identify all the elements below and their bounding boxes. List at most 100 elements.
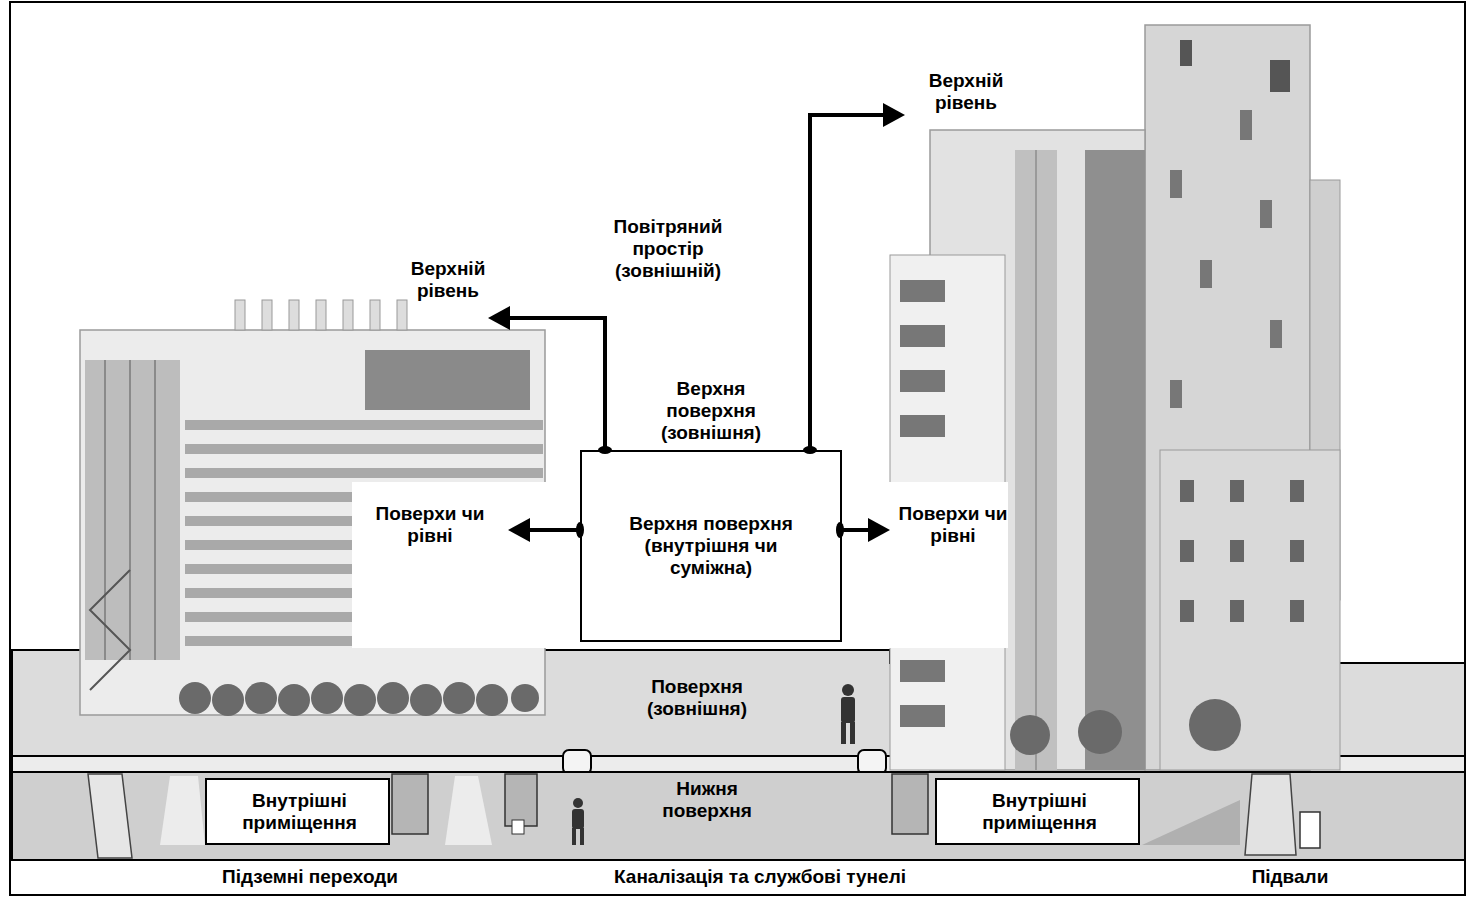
right-building [1015, 150, 1057, 770]
underground-level [445, 776, 492, 845]
interior-room: Внутрішні приміщення [935, 778, 1140, 845]
left-building [316, 300, 326, 330]
level-arrows [488, 306, 510, 330]
left-building [212, 684, 244, 716]
underground-level [1300, 812, 1320, 848]
right-building [1085, 150, 1145, 770]
right-building [1240, 110, 1252, 140]
left-building [370, 300, 380, 330]
right-building [886, 25, 1340, 770]
level-arrows [508, 518, 530, 542]
level-arrows [810, 115, 885, 450]
right-building [1180, 600, 1194, 622]
underground-level [160, 776, 205, 845]
airspace-label: Повітряний простір (зовнішній) [588, 216, 748, 282]
soldier-figure [580, 828, 584, 845]
left-building [185, 420, 543, 430]
right-building [1290, 480, 1304, 502]
left-building [365, 350, 530, 410]
right-building [1010, 715, 1050, 755]
right-building [900, 370, 945, 392]
left-building [352, 482, 548, 648]
right-building [900, 705, 945, 727]
box-text: Верхня поверхня (внутрішня чи суміжна) [626, 513, 796, 579]
soldier-figure [572, 828, 576, 845]
left-building [129, 360, 131, 660]
right-building [1290, 600, 1304, 622]
level-arrows [528, 528, 580, 532]
left-building [245, 682, 277, 714]
interior-room: Внутрішні приміщення [205, 778, 390, 845]
underground-level [505, 774, 537, 826]
right-building [1290, 540, 1304, 562]
left-building [377, 682, 409, 714]
right-building [1260, 200, 1272, 228]
left-building [154, 360, 156, 660]
left-building [262, 300, 272, 330]
left-building [235, 300, 245, 330]
left-building [344, 684, 376, 716]
bottom-label: Підвали [1190, 866, 1390, 888]
right-building [1170, 380, 1182, 408]
right-building [900, 280, 945, 302]
left-building [311, 682, 343, 714]
surface-band [858, 750, 886, 774]
underground-level [88, 774, 132, 858]
room-text: Внутрішні приміщення [943, 790, 1136, 834]
soldier-figure [842, 684, 854, 696]
underground-level [12, 772, 1465, 860]
soldier-figure [572, 809, 584, 829]
soldier-figure [841, 697, 855, 723]
right-building [1180, 540, 1194, 562]
left-building [397, 300, 407, 330]
bottom-label: Каналізація та службові тунелі [505, 866, 1015, 888]
right-building [1180, 480, 1194, 502]
right-building [1230, 600, 1244, 622]
right-building [1189, 699, 1241, 751]
right-building [1270, 60, 1290, 92]
left-building [410, 684, 442, 716]
upper-surface-box: Верхня поверхня (зовнішня) Верхня поверхн… [580, 372, 842, 642]
left-building [476, 684, 508, 716]
underground-level [1142, 800, 1240, 845]
right-building [1078, 710, 1122, 754]
level-arrows [508, 318, 605, 450]
level-label: Верхній рівень [392, 258, 504, 302]
bottom-label: Підземні переходи [150, 866, 470, 888]
left-building [343, 300, 353, 330]
right-building [1230, 540, 1244, 562]
underground-level [892, 774, 928, 834]
outer-frame [10, 2, 1465, 895]
level-label: Верхній рівень [910, 70, 1022, 114]
room-text: Внутрішні приміщення [213, 790, 386, 834]
left-building [185, 468, 543, 478]
soldier-figure [573, 798, 583, 808]
level-arrows [883, 103, 905, 127]
left-building [80, 330, 545, 715]
level-arrows [836, 522, 844, 538]
floors-label: Поверхи чи рівні [360, 503, 500, 547]
left-building [185, 444, 543, 454]
surface-band: Поверхня (зовнішня) [12, 650, 1465, 756]
box-heading: Верхня поверхня (зовнішня) [636, 378, 786, 444]
left-building [80, 300, 548, 716]
surface-band [563, 750, 591, 774]
underground-level [512, 820, 524, 834]
underground-level [392, 774, 428, 834]
underground-level [1245, 774, 1296, 855]
left-building [179, 682, 211, 714]
right-building [1270, 320, 1282, 348]
right-building [1035, 150, 1037, 770]
band-text: Нижня поверхня [632, 778, 782, 822]
left-building [85, 360, 180, 660]
underground-band: Нижня поверхня Внутрішні приміщення Внутрі… [12, 772, 1465, 860]
right-building [900, 325, 945, 347]
level-arrows [868, 518, 890, 542]
left-building [511, 684, 539, 712]
level-arrows [488, 103, 905, 542]
left-building [104, 360, 106, 660]
right-building [1200, 260, 1212, 288]
soldier-figure [841, 722, 846, 744]
